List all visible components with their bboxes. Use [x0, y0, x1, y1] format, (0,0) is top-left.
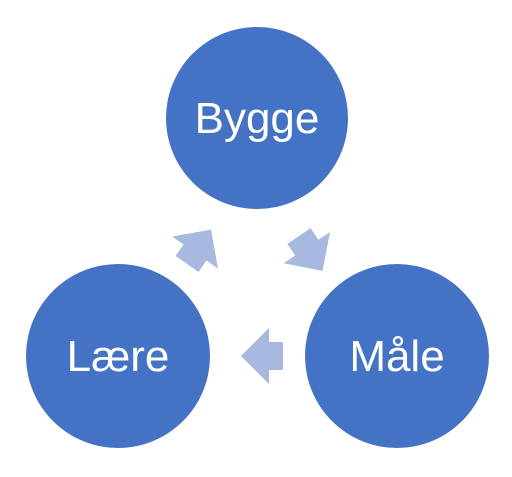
arrow-male-to-laere: [241, 328, 283, 384]
node-male-label: Måle: [349, 332, 444, 381]
node-bygge: Bygge: [166, 27, 348, 209]
node-bygge-label: Bygge: [195, 94, 320, 143]
node-laere: Lære: [26, 264, 210, 448]
arrow-bygge-to-male: [283, 228, 331, 271]
node-male: Måle: [305, 264, 489, 448]
node-laere-label: Lære: [67, 332, 170, 381]
arrow-laere-to-bygge: [172, 229, 218, 273]
